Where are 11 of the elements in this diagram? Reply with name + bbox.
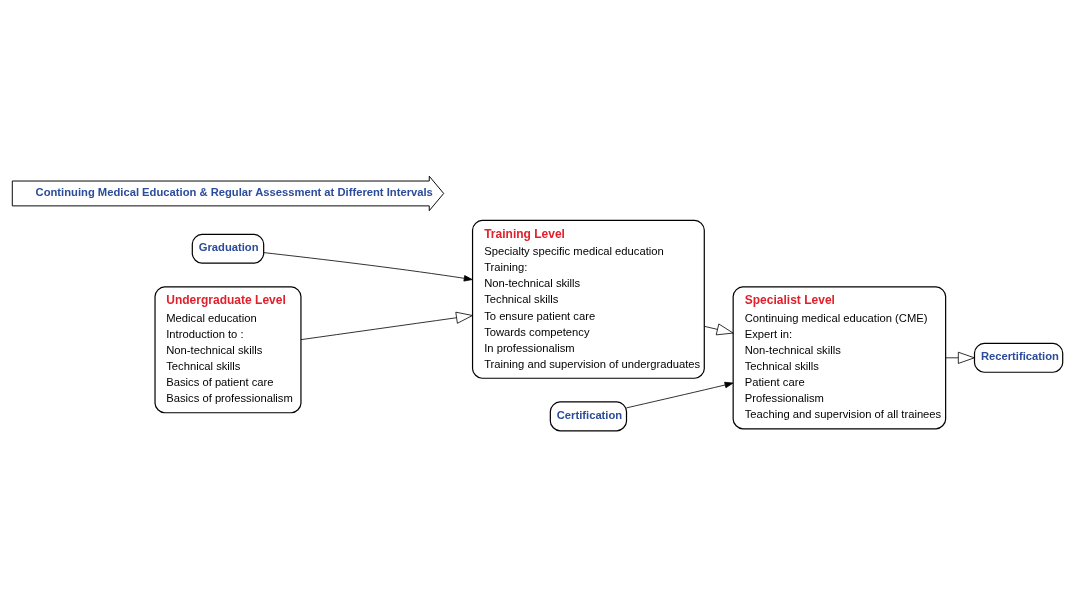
node-box: Recertification: [973, 342, 1064, 373]
node-box: Specialist Level Continuing medical education (CME) Expert in: Non-technical skills Technical skills Patient care Professionalism Teaching and supervision of all trainees: [732, 286, 947, 430]
node-box: Undergraduate Level Medical education Introduction to : Non-technical skills Technical skills Basics of patient care Basics of professionalism: [154, 286, 302, 414]
arrow: [704, 323, 734, 336]
node-box: Training Level Specialty specific medical education Training: Non-technical skills Technical skills To ensure patient care Towards competency In professionalism Training and supervision of undergraduates: [471, 219, 705, 379]
arrow: [263, 252, 473, 282]
arrow: [945, 351, 975, 364]
arrow: [300, 311, 473, 341]
arrow: [626, 381, 734, 409]
node-box: Certification: [549, 401, 628, 432]
node-box: Graduation: [191, 233, 265, 264]
